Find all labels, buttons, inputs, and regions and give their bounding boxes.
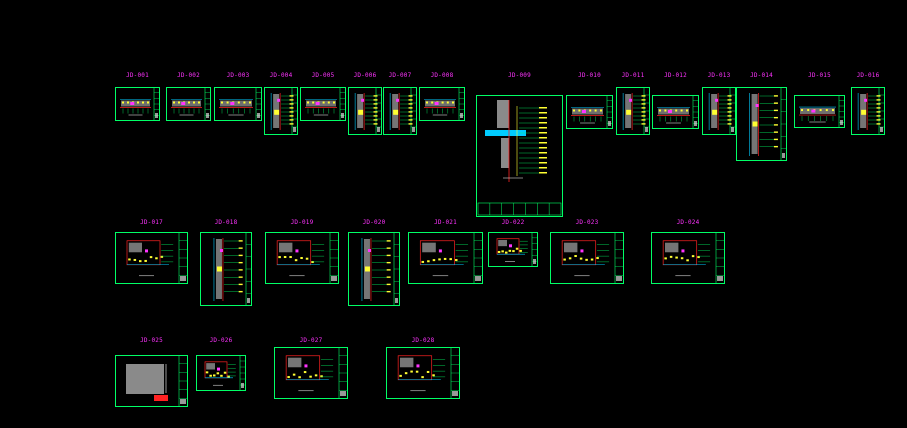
drawing-sheet[interactable] (566, 95, 613, 129)
sheet-label: JD-016 (856, 72, 880, 79)
drawing-sheet[interactable] (265, 232, 339, 284)
sheet-border (115, 232, 188, 284)
sheet-label: JD-028 (411, 337, 435, 344)
sheet-border (264, 87, 298, 135)
drawing-sheet[interactable] (383, 87, 417, 135)
sheet-border (214, 87, 262, 121)
sheet-label: JD-017 (140, 219, 163, 226)
sheet-label: JD-011 (621, 72, 645, 79)
sheet-border (196, 355, 246, 391)
sheet-label: JD-025 (140, 337, 163, 344)
sheet-label: JD-021 (434, 219, 457, 226)
sheet-border (386, 347, 460, 399)
sheet-label: JD-018 (214, 219, 238, 226)
sheet-border (265, 232, 339, 284)
sheet-label: JD-015 (808, 72, 831, 79)
drawing-sheet[interactable] (115, 87, 160, 121)
drawing-sheet[interactable] (550, 232, 624, 284)
sheet-border (488, 232, 538, 267)
drawing-sheet[interactable] (348, 232, 400, 306)
sheet-label: JD-020 (362, 219, 386, 226)
drawing-sheet[interactable] (652, 95, 699, 129)
sheet-label: JD-004 (269, 72, 293, 79)
drawing-sheet[interactable] (736, 87, 787, 161)
sheet-border (702, 87, 736, 135)
drawing-sheet[interactable] (166, 87, 211, 121)
drawing-sheet[interactable] (214, 87, 262, 121)
drawing-sheet[interactable] (408, 232, 483, 284)
sheet-label: JD-006 (353, 72, 377, 79)
drawing-sheet[interactable] (274, 347, 348, 399)
sheet-label: JD-022 (501, 219, 525, 226)
drawing-sheet[interactable] (196, 355, 246, 391)
drawing-sheet[interactable] (476, 95, 563, 217)
sheet-border (166, 87, 211, 121)
sheet-label: JD-013 (707, 72, 731, 79)
sheet-label: JD-023 (575, 219, 599, 226)
sheet-label: JD-012 (664, 72, 687, 79)
sheet-border (736, 87, 787, 161)
drawing-sheet[interactable] (300, 87, 346, 121)
sheet-border (566, 95, 613, 129)
sheet-border (115, 87, 160, 121)
drawing-sheet[interactable] (386, 347, 460, 399)
drawing-sheet[interactable] (348, 87, 382, 135)
sheet-label: JD-010 (578, 72, 601, 79)
sheet-label: JD-008 (430, 72, 454, 79)
sheet-border (616, 87, 650, 135)
sheet-label: JD-014 (750, 72, 773, 79)
drawing-sheet[interactable] (651, 232, 725, 284)
drawing-sheet[interactable] (200, 232, 252, 306)
sheet-label: JD-005 (311, 72, 335, 79)
drawing-sheet[interactable] (851, 87, 885, 135)
drawing-sheet[interactable] (115, 355, 188, 407)
sheet-border (476, 95, 563, 217)
drawing-sheet[interactable] (616, 87, 650, 135)
sheet-border (851, 87, 885, 135)
sheet-label: JD-027 (299, 337, 323, 344)
drawing-sheet[interactable] (794, 95, 845, 128)
sheet-border (652, 95, 699, 129)
sheet-label: JD-009 (508, 72, 531, 79)
sheet-border (200, 232, 252, 306)
sheet-border (419, 87, 465, 121)
sheet-border (794, 95, 845, 128)
sheet-border (550, 232, 624, 284)
sheet-label: JD-024 (676, 219, 700, 226)
drawing-sheet[interactable] (419, 87, 465, 121)
drawing-sheet[interactable] (115, 232, 188, 284)
sheet-border (651, 232, 725, 284)
sheet-label: JD-001 (126, 72, 149, 79)
drawing-sheet[interactable] (488, 232, 538, 267)
sheet-label: JD-002 (177, 72, 200, 79)
sheet-border (115, 355, 188, 407)
sheet-border (408, 232, 483, 284)
sheet-border (383, 87, 417, 135)
sheet-border (300, 87, 346, 121)
sheet-border (274, 347, 348, 399)
sheet-label: JD-026 (209, 337, 233, 344)
sheet-label: JD-019 (290, 219, 314, 226)
sheet-border (348, 87, 382, 135)
sheet-label: JD-007 (388, 72, 412, 79)
sheet-border (348, 232, 400, 306)
sheet-label: JD-003 (226, 72, 250, 79)
drawing-sheet[interactable] (264, 87, 298, 135)
drawing-sheet[interactable] (702, 87, 736, 135)
